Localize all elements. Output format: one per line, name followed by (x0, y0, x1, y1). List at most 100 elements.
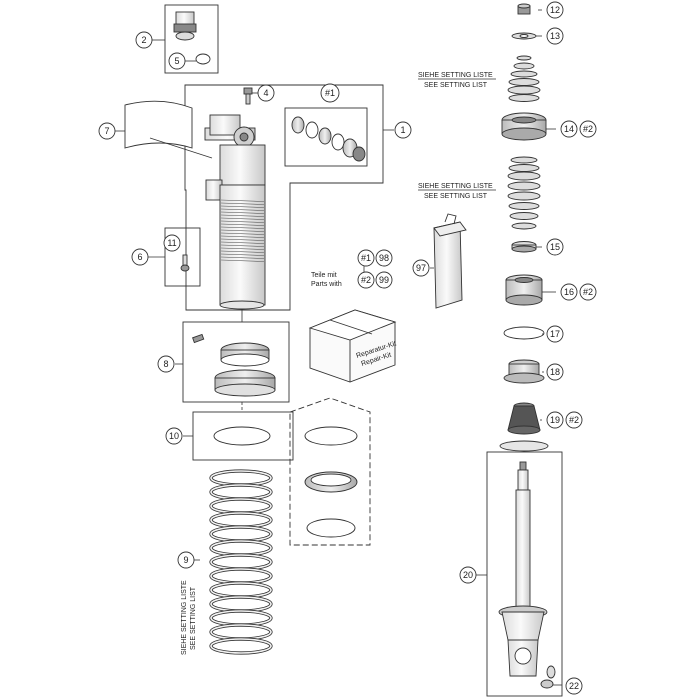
callout-kit2-16[interactable]: #2 (579, 283, 597, 301)
callout-17[interactable]: 17 (546, 325, 564, 343)
spring-coil (210, 484, 272, 500)
svg-text:4: 4 (263, 88, 268, 98)
repair-kit-box: Reparatur-Kit Repair-Kit (308, 309, 397, 383)
oil-can-97-part (433, 213, 467, 309)
svg-text:12: 12 (550, 5, 560, 15)
callout-kit2-14[interactable]: #2 (579, 120, 597, 138)
svg-text:97: 97 (416, 263, 426, 273)
reservoir-cap-part (173, 11, 197, 41)
callout-9[interactable]: 9 (177, 551, 195, 569)
callout-11[interactable]: 11 (163, 234, 181, 252)
callout-8[interactable]: 8 (157, 355, 175, 373)
svg-text:9: 9 (183, 555, 188, 565)
svg-text:16: 16 (564, 287, 574, 297)
o-ring-5-part (195, 53, 211, 65)
retainer-alt-1 (304, 426, 358, 446)
callout-14[interactable]: 14 (560, 120, 578, 138)
seal-kit-rings (291, 116, 366, 162)
svg-text:19: 19 (550, 415, 560, 425)
setting-note-en-mid: SEE SETTING LIST (424, 193, 488, 200)
callout-2[interactable]: 2 (135, 31, 153, 49)
spring-coil (210, 610, 272, 626)
svg-text:10: 10 (169, 431, 179, 441)
setting-note-en-top: SEE SETTING LIST (424, 82, 488, 89)
right-stack-parts (499, 3, 549, 452)
callout-kit2-legend[interactable]: #2 (357, 271, 375, 289)
spring-coil (210, 470, 272, 486)
callout-13[interactable]: 13 (546, 27, 564, 45)
callout-kit1-legend[interactable]: #1 (357, 249, 375, 267)
callout-99[interactable]: 99 (375, 271, 393, 289)
preload-adjuster-8-frame (182, 321, 290, 403)
svg-text:5: 5 (174, 56, 179, 66)
svg-text:#2: #2 (583, 124, 593, 134)
setting-note-de-mid: SIEHE SETTING LISTE (418, 183, 493, 190)
svg-text:98: 98 (379, 253, 389, 263)
callout-22[interactable]: 22 (565, 677, 583, 695)
svg-text:#2: #2 (569, 415, 579, 425)
svg-text:7: 7 (104, 126, 109, 136)
retainer-alt-2-inner (310, 473, 352, 487)
spring-retainer-10-frame (192, 411, 294, 461)
callout-97[interactable]: 97 (412, 259, 430, 277)
heat-shield-7-part (124, 100, 193, 149)
parts-with-en: Parts with (311, 281, 342, 288)
callout-12[interactable]: 12 (546, 1, 564, 19)
spring-setting-note-de: SIEHE SETTING LISTE (181, 580, 188, 655)
spring-coil (210, 512, 272, 528)
svg-text:#1: #1 (361, 253, 371, 263)
valve-part (180, 254, 190, 272)
spring-coil (210, 638, 272, 654)
callout-5[interactable]: 5 (168, 52, 186, 70)
callout-20[interactable]: 20 (459, 566, 477, 584)
screw-22-part (540, 679, 554, 689)
callout-1[interactable]: 1 (394, 121, 412, 139)
callout-15[interactable]: 15 (546, 238, 564, 256)
callout-19[interactable]: 19 (546, 411, 564, 429)
callout-7[interactable]: 7 (98, 122, 116, 140)
damper-rod-20-frame (486, 451, 563, 697)
svg-text:1: 1 (400, 125, 405, 135)
svg-text:18: 18 (550, 367, 560, 377)
spring-setting-note-en: SEE SETTING LIST (190, 586, 197, 650)
parts-with-de: Teile mit (311, 272, 337, 279)
callout-6[interactable]: 6 (131, 248, 149, 266)
svg-text:20: 20 (463, 570, 473, 580)
svg-text:99: 99 (379, 275, 389, 285)
svg-text:2: 2 (141, 35, 146, 45)
svg-text:15: 15 (550, 242, 560, 252)
retainer-alt-3 (306, 518, 356, 538)
spring-coil (210, 624, 272, 640)
spring-9-part (209, 469, 273, 655)
svg-text:6: 6 (137, 252, 142, 262)
preload-adjuster-part (192, 333, 276, 397)
svg-text:8: 8 (163, 359, 168, 369)
callout-kit1-top[interactable]: #1 (320, 83, 340, 103)
shock-body-part (204, 114, 266, 310)
svg-text:#1: #1 (325, 88, 335, 98)
spring-retainer-part (213, 426, 271, 446)
callout-kit2-19[interactable]: #2 (565, 411, 583, 429)
spring-coil (210, 554, 272, 570)
spring-coil (210, 582, 272, 598)
callout-10[interactable]: 10 (165, 427, 183, 445)
svg-text:14: 14 (564, 124, 574, 134)
spring-retainer-alt-frame (289, 397, 371, 546)
shock-body-group-frame (184, 84, 384, 311)
cap-group-frame (164, 4, 219, 74)
seal-kit-1-frame (284, 107, 368, 167)
damper-rod-part (498, 461, 556, 679)
spring-coil (210, 498, 272, 514)
callout-98[interactable]: 98 (375, 249, 393, 267)
svg-text:13: 13 (550, 31, 560, 41)
callout-18[interactable]: 18 (546, 363, 564, 381)
svg-text:#2: #2 (583, 287, 593, 297)
svg-text:11: 11 (167, 238, 176, 248)
callout-4[interactable]: 4 (257, 84, 275, 102)
callout-16[interactable]: 16 (560, 283, 578, 301)
spring-coil (210, 540, 272, 556)
spring-coil (210, 526, 272, 542)
svg-text:22: 22 (569, 681, 579, 691)
svg-text:17: 17 (550, 329, 560, 339)
